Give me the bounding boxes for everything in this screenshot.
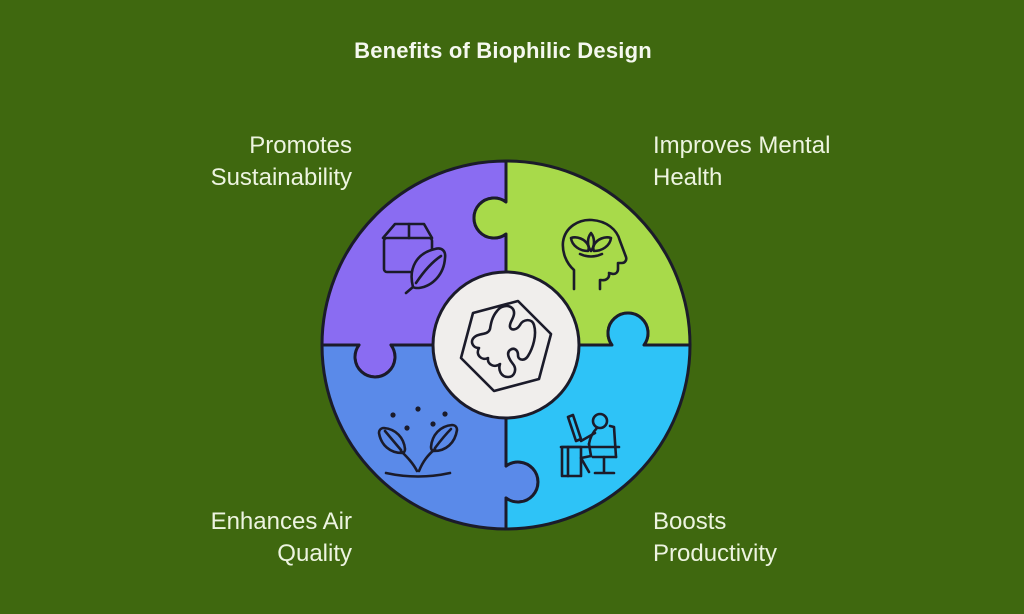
label-line: Improves Mental	[653, 132, 831, 159]
label-promotes-sustainability: Promotes Sustainability	[211, 130, 352, 194]
sprout-air-icon	[377, 406, 459, 478]
label-line: Promotes	[249, 132, 352, 159]
label-line: Enhances Air	[210, 508, 352, 535]
hexagon-outline	[459, 299, 553, 393]
package-leaf-icon	[381, 222, 447, 295]
center-circle	[431, 270, 581, 420]
label-line: Productivity	[653, 540, 778, 567]
organic-blob	[470, 304, 537, 379]
label-line: Quality	[277, 540, 352, 567]
label-line: Sustainability	[210, 164, 352, 191]
label-enhances-air-quality: Enhances Air Quality	[211, 506, 352, 570]
label-line: Boosts	[653, 508, 727, 535]
label-boosts-productivity: Boosts Productivity	[653, 506, 777, 570]
head-lotus-icon	[561, 218, 628, 291]
page-title: Benefits of Biophilic Design	[354, 38, 652, 63]
label-improves-mental-health: Improves Mental Health	[653, 130, 830, 194]
person-desk-icon	[559, 412, 621, 478]
label-line: Health	[653, 164, 723, 191]
biophilic-hex-icon	[459, 299, 553, 393]
